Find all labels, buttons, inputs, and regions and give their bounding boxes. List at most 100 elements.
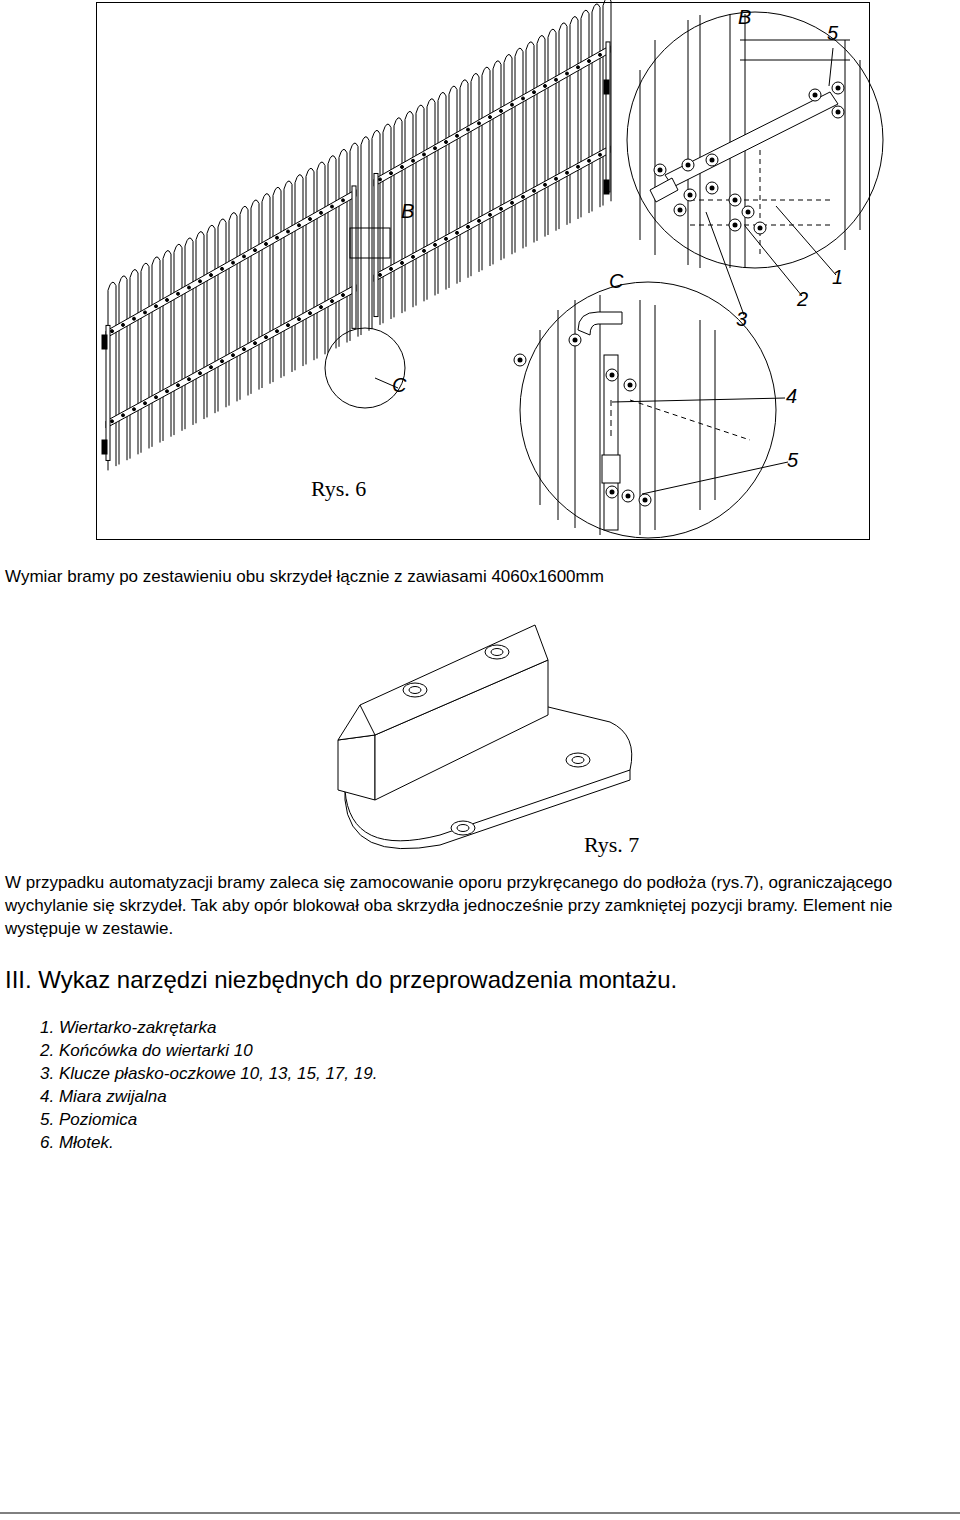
picket [218,219,226,412]
rivet [467,128,470,131]
list-item: 4. Miara zwijalna [40,1087,167,1107]
hinge [604,180,609,194]
picket [603,0,611,206]
picket [273,187,281,382]
rivet [210,274,213,277]
rivet [544,84,547,87]
rivet [309,218,312,221]
rivet [577,66,580,69]
rivet [287,230,290,233]
rivet [210,366,213,369]
rivet [522,97,525,100]
picket [306,168,314,364]
rivet [533,189,536,192]
rivet [401,261,404,264]
rivet [331,205,334,208]
rivet [412,255,415,258]
rivet [599,53,602,56]
rivet [500,207,503,210]
callout-number: 5 [827,22,838,45]
rivet [298,224,301,227]
rivet [166,390,169,393]
list-item: 3. Klucze płasko-oczkowe 10, 13, 15, 17,… [40,1064,377,1084]
figure-caption: Rys. 6 [311,476,366,501]
rivet [265,242,268,245]
picket [471,73,479,276]
rivet [287,324,290,327]
rivet [599,153,602,156]
rivet [144,311,147,314]
rivet [555,78,558,81]
rivet [144,402,147,405]
detail-letter: B [738,6,751,29]
page-rule [0,1513,960,1514]
hinge [604,80,609,94]
picket [317,162,325,359]
detail-b [627,12,883,268]
rivet [276,236,279,239]
hinge [102,335,107,349]
rivet [122,323,125,326]
rivet [500,109,503,112]
rivet [342,199,345,202]
rivet [188,378,191,381]
picket [262,194,270,388]
picket [328,156,336,353]
rivet [221,267,224,270]
picket [240,206,248,400]
callout-number: 3 [736,308,747,331]
picket [339,149,347,347]
rivet [133,408,136,411]
picket [581,10,589,217]
rivet [412,159,415,162]
picket [515,48,523,253]
figure-frame: Rys. 6 [96,2,870,540]
rivet [111,330,114,333]
picket [548,29,556,235]
rivet [298,318,301,321]
rivet [456,134,459,137]
picket [394,118,402,318]
rivet [533,91,536,94]
rivet [478,122,481,125]
picket [174,244,182,435]
picket [196,231,204,423]
picket [416,105,424,306]
detail-letter: B [401,200,414,223]
rivet [155,305,158,308]
list-item: 6. Młotek. [40,1133,114,1153]
picket [482,67,490,270]
rivet [232,261,235,264]
post [352,186,356,328]
rivet [522,195,525,198]
picket [592,4,600,212]
rivet [155,396,158,399]
picket [570,16,578,223]
picket [559,23,567,229]
rivet [588,60,591,63]
picket [251,200,259,394]
detail-letter: C [392,374,406,397]
rivet [588,159,591,162]
rivet [511,201,514,204]
callout-number: 1 [832,266,843,289]
figure-caption: Rys. 7 [584,832,639,857]
picket [350,143,358,341]
detail-c [514,282,776,538]
rivet [445,237,448,240]
dimension-note: Wymiar bramy po zestawieniu obu skrzydeł… [5,567,604,587]
rivet [133,317,136,320]
rivet [390,267,393,270]
rivet [232,354,235,357]
rivet [489,213,492,216]
list-item: 1. Wiertarko-zakrętarka [40,1018,217,1038]
picket [504,54,512,258]
rivet [243,255,246,258]
picket [493,61,501,265]
callout-number: 5 [787,449,798,472]
rivet [390,172,393,175]
picket [438,92,446,294]
rivet [566,72,569,75]
rivet [478,219,481,222]
rivet [511,103,514,106]
